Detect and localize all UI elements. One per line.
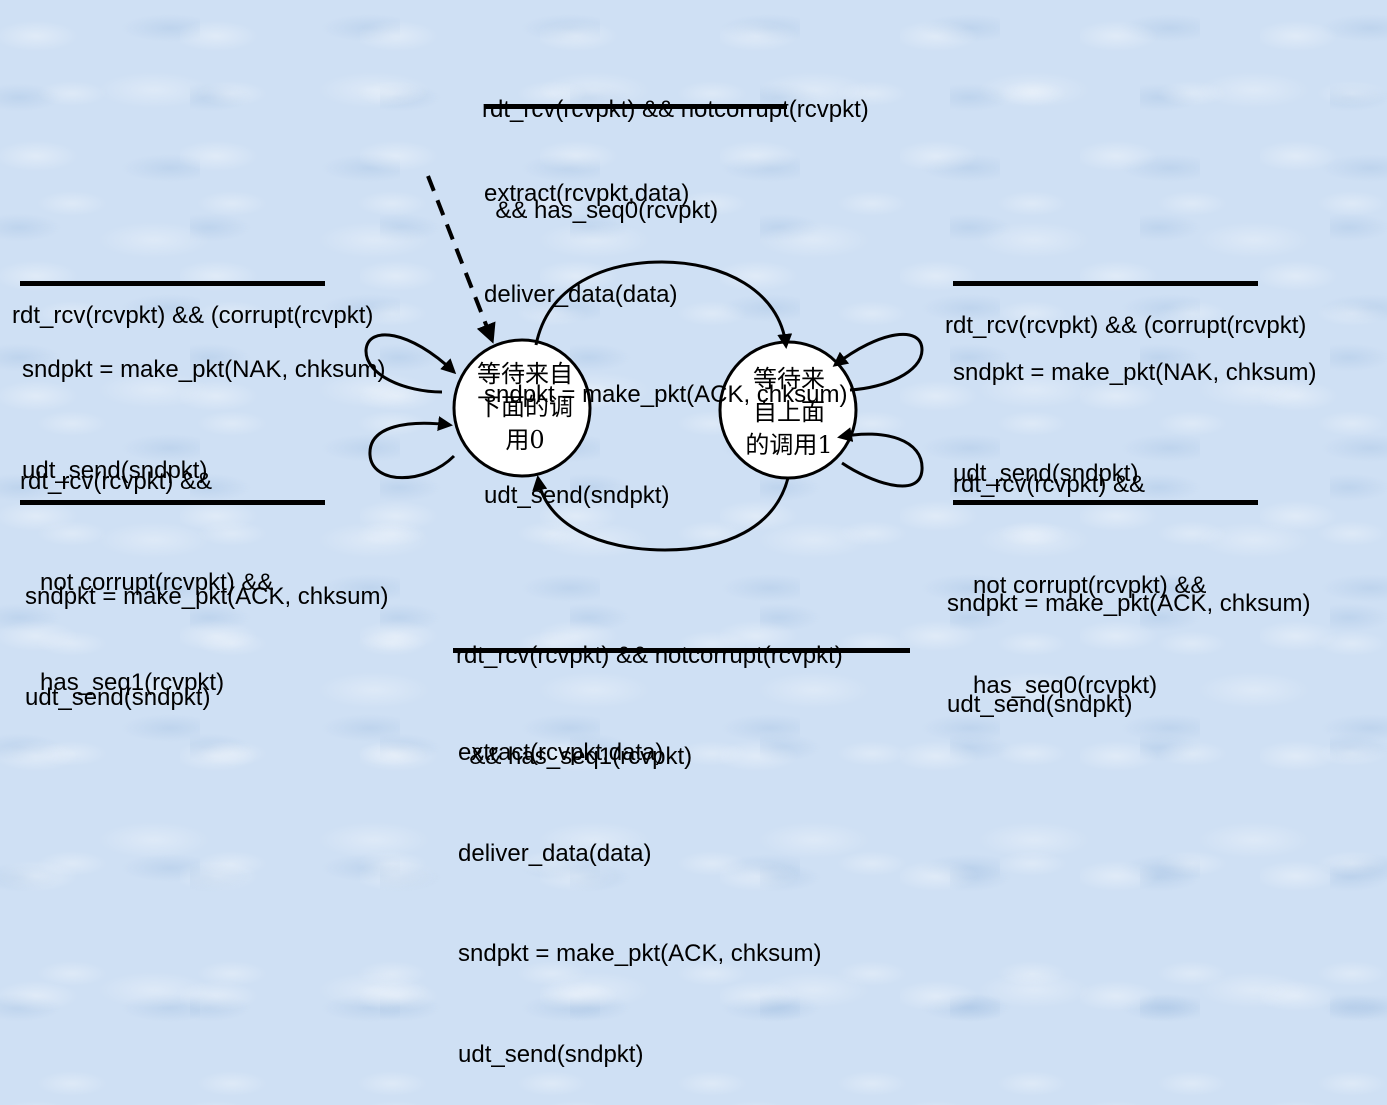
bottom-condition: rdt_rcv(rcvpkt) && notcorrupt(rcvpkt) &&…	[456, 572, 843, 807]
bottom-action-1: extract(rcvpkt,data)	[458, 739, 664, 766]
right-corrupt-condition: rdt_rcv(rcvpkt) && (corrupt(rcvpkt)	[945, 242, 1306, 376]
transition-arrow-0-to-1	[534, 260, 793, 349]
self-loop-left-dup	[368, 416, 456, 480]
right-dup-action-2: udt_send(sndpkt)	[947, 690, 1133, 718]
right-corrupt-action-2: udt_send(sndpkt)	[953, 459, 1139, 487]
top-action-2: deliver_data(data)	[484, 280, 678, 308]
top-condition-line-1: rdt_rcv(rcvpkt) && notcorrupt(rcvpkt)	[482, 96, 869, 123]
bottom-action-4: udt_send(sndpkt)	[458, 1040, 644, 1068]
state-wait-0-line-2: 下面的调	[477, 393, 573, 421]
left-dup-condition-line-3: has_seq1(rcvpkt)	[20, 669, 225, 696]
left-dup-divider	[20, 500, 325, 505]
left-dup-action-1: sndpkt = make_pkt(ACK, chksum)	[25, 583, 389, 610]
left-corrupt-action-1: sndpkt = make_pkt(NAK, chksum)	[22, 356, 386, 383]
right-corrupt-action-1: sndpkt = make_pkt(NAK, chksum)	[953, 359, 1317, 386]
bottom-divider	[453, 648, 910, 653]
right-corrupt-condition-line-1: rdt_rcv(rcvpkt) && (corrupt(rcvpkt)	[945, 312, 1307, 339]
right-dup-condition: rdt_rcv(rcvpkt) && not corrupt(rcvpkt) &…	[953, 401, 1206, 736]
right-corrupt-divider	[953, 281, 1258, 286]
right-dup-condition-line-1: rdt_rcv(rcvpkt) &&	[953, 471, 1146, 498]
left-corrupt-action-2: udt_send(sndpkt)	[22, 456, 208, 484]
state-wait-0-line-3: 用0	[505, 426, 545, 454]
state-wait-0-line-1: 等待来自	[477, 360, 573, 388]
left-dup-condition-line-1: rdt_rcv(rcvpkt) &&	[20, 468, 213, 495]
left-dup-action-2: udt_send(sndpkt)	[25, 683, 211, 711]
state-wait-1-line-2: 自上面	[753, 398, 825, 426]
left-corrupt-condition: rdt_rcv(rcvpkt) && (corrupt(rcvpkt)	[12, 232, 373, 366]
self-loop-right-dup	[837, 427, 924, 488]
right-dup-divider	[953, 500, 1258, 505]
top-action-4: udt_send(sndpkt)	[484, 481, 670, 509]
right-dup-condition-line-2: not corrupt(rcvpkt) &&	[953, 571, 1207, 599]
state-wait-1-label: 等待来 自上面 的调用1	[729, 363, 849, 462]
initial-state-arrow	[426, 175, 496, 344]
state-wait-0-circle	[452, 338, 592, 478]
top-action-1: extract(rcvpkt,data)	[484, 180, 690, 207]
left-corrupt-actions: sndpkt = make_pkt(NAK, chksum) udt_send(…	[22, 286, 385, 521]
state-wait-1-line-3: 的调用1	[745, 431, 833, 459]
left-corrupt-condition-line-1: rdt_rcv(rcvpkt) && (corrupt(rcvpkt)	[12, 302, 374, 329]
bottom-condition-line-2: && has_seq1(rcvpkt)	[456, 742, 693, 770]
right-dup-condition-line-3: has_seq0(rcvpkt)	[953, 672, 1158, 699]
self-loop-right-corrupt	[832, 332, 924, 392]
top-action-3: sndpkt = make_pkt(ACK, chksum)	[484, 381, 848, 408]
fsm-diagram	[364, 175, 924, 552]
bottom-action-2: deliver_data(data)	[458, 839, 652, 867]
left-dup-condition-line-2: not corrupt(rcvpkt) &&	[20, 568, 274, 596]
right-corrupt-actions: sndpkt = make_pkt(NAK, chksum) udt_send(…	[953, 289, 1316, 524]
top-divider	[484, 104, 787, 109]
self-loop-left-corrupt	[364, 333, 457, 394]
bottom-actions: extract(rcvpkt,data) deliver_data(data) …	[458, 669, 821, 1105]
top-actions: extract(rcvpkt,data) deliver_data(data) …	[484, 110, 847, 546]
left-dup-condition: rdt_rcv(rcvpkt) && not corrupt(rcvpkt) &…	[20, 398, 273, 733]
state-wait-0-label: 等待来自 下面的调 用0	[465, 358, 585, 457]
transition-arrow-1-to-0	[532, 475, 790, 552]
state-wait-1-line-1: 等待来	[753, 365, 825, 393]
bottom-condition-line-1: rdt_rcv(rcvpkt) && notcorrupt(rcvpkt)	[456, 642, 843, 669]
bottom-action-3: sndpkt = make_pkt(ACK, chksum)	[458, 940, 822, 967]
top-condition-line-2: && has_seq0(rcvpkt)	[482, 196, 719, 224]
right-dup-actions: sndpkt = make_pkt(ACK, chksum) udt_send(…	[947, 520, 1310, 755]
left-corrupt-divider	[20, 281, 325, 286]
left-dup-actions: sndpkt = make_pkt(ACK, chksum) udt_send(…	[25, 513, 388, 748]
right-dup-action-1: sndpkt = make_pkt(ACK, chksum)	[947, 590, 1311, 617]
top-condition: rdt_rcv(rcvpkt) && notcorrupt(rcvpkt) &&…	[482, 26, 869, 261]
